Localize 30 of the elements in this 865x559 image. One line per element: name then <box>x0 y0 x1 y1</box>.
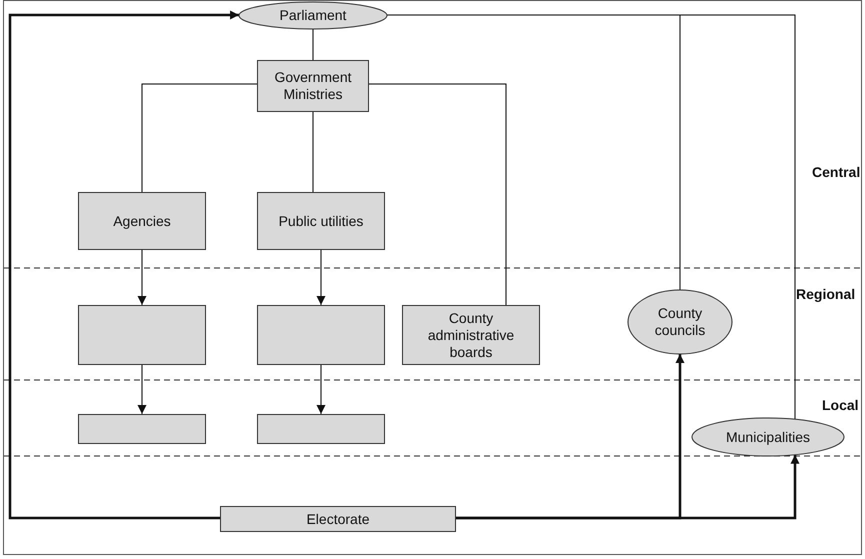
arrow <box>456 454 800 520</box>
empty-box <box>78 414 206 444</box>
node-label: Electorate <box>306 510 370 528</box>
zone-label: Regional <box>796 285 856 304</box>
connector-line <box>312 112 314 192</box>
process-box <box>257 192 385 250</box>
empty-box <box>257 305 385 365</box>
process-box <box>78 192 206 250</box>
process-box <box>257 60 369 112</box>
arrow <box>316 250 326 306</box>
node-label: Parliament <box>280 7 346 24</box>
node-label: County councils <box>654 305 706 339</box>
node-label: Public utilities <box>278 212 364 230</box>
zone-label: Central <box>812 163 860 182</box>
zone-label: Local <box>822 396 859 415</box>
connector-line <box>142 84 258 192</box>
node-label: Government Ministries <box>273 69 353 103</box>
empty-box <box>78 305 206 365</box>
process-box <box>220 506 456 532</box>
empty-box <box>257 414 385 444</box>
node-label: Agencies <box>113 212 171 230</box>
connector-line <box>368 84 506 306</box>
process-box <box>402 305 540 365</box>
arrow <box>316 364 326 414</box>
arrow <box>138 250 146 306</box>
node-label: County administrative boards <box>426 310 516 360</box>
connector-line <box>312 28 314 60</box>
node-label: Municipalities <box>726 428 810 446</box>
arrow <box>8 10 240 520</box>
arrow <box>138 364 146 414</box>
